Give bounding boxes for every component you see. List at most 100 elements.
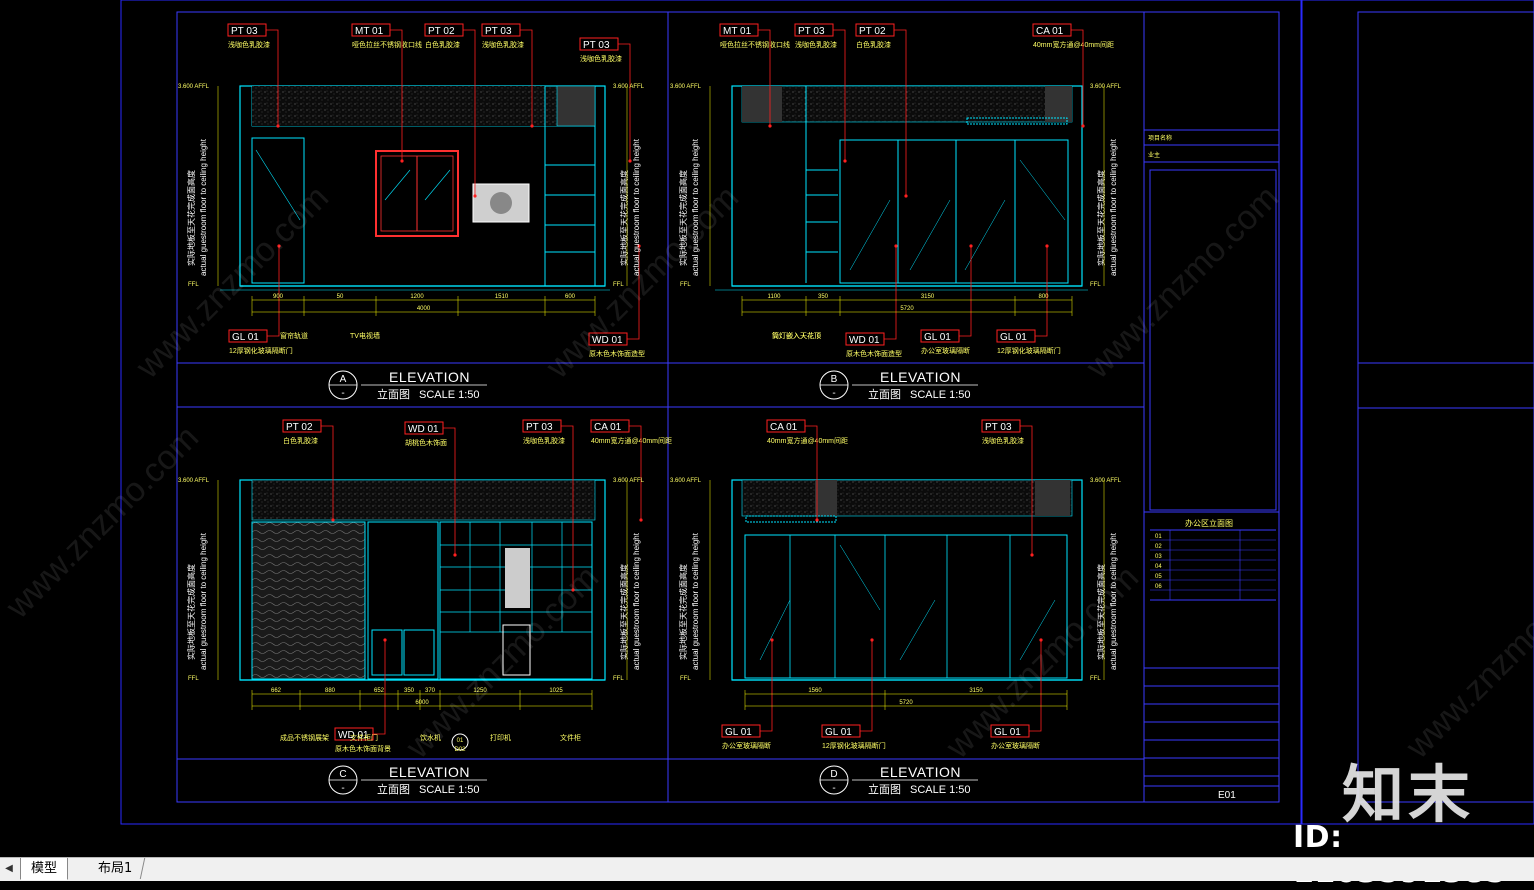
level-bottom-label: FFL — [1090, 676, 1101, 682]
dimension-value: 662 — [271, 688, 282, 694]
level-bottom-label: FFL — [1090, 282, 1101, 288]
leader-line — [805, 425, 818, 520]
dimension-value: 1025 — [549, 688, 563, 694]
layout-tab-bar: ◀ 模型 布局1 — [0, 857, 1534, 881]
height-note-cn: 实际地板至天花完成面高度 — [678, 170, 688, 266]
leader-dot — [770, 638, 774, 642]
elevation-scale: SCALE 1:50 — [419, 784, 480, 796]
dimension-value: 3150 — [969, 688, 983, 694]
material-tag-code: GL 01 — [1000, 332, 1027, 343]
leader-line — [760, 640, 773, 732]
material-tag-code: MT 01 — [355, 26, 384, 37]
leader-dot — [628, 159, 632, 163]
leader-dot — [815, 518, 819, 522]
dimension-value: 1100 — [768, 294, 782, 300]
annotation-note: 成品不锈钢展架 — [280, 733, 329, 742]
level-bottom-label: FFL — [613, 676, 624, 682]
material-tag-note: 白色乳胶漆 — [425, 40, 460, 49]
leader-dot — [768, 124, 772, 128]
material-tag-code: MT 01 — [723, 26, 752, 37]
dimension-value: 800 — [1038, 294, 1049, 300]
elevation-title: ELEVATION — [389, 764, 470, 780]
leader-dot — [1081, 124, 1085, 128]
dimension-total: 5720 — [900, 306, 914, 312]
material-tag-code: PT 02 — [286, 422, 313, 433]
section-ref-circle — [451, 733, 469, 751]
level-top-label: 3.600 AFFL — [670, 84, 702, 90]
leader-line — [1020, 425, 1033, 555]
level-bottom-label: FFL — [188, 282, 199, 288]
leader-line — [758, 29, 771, 126]
dimension-value: 880 — [325, 688, 336, 694]
material-tag-note: 12厚钢化玻璃隔断门 — [822, 741, 886, 750]
leader-dot — [331, 518, 335, 522]
material-tag-note: 12厚钢化玻璃隔断门 — [229, 346, 293, 355]
elevation-subtitle: 立面图 — [377, 782, 410, 796]
elevation-subtitle: 立面图 — [868, 782, 901, 796]
elevation-title: ELEVATION — [880, 369, 961, 385]
material-tag-code: CA 01 — [1036, 26, 1064, 37]
material-tag-note: 胡桃色木饰面 — [405, 438, 447, 447]
leader-line — [860, 640, 873, 732]
elevation-letter: B — [831, 374, 838, 385]
material-tag-note: 哑色拉丝不锈钢收口线 — [720, 40, 790, 49]
material-tag-code: PT 02 — [859, 26, 886, 37]
section-ref-sheet: D02 — [454, 747, 466, 753]
elevation-c — [239, 479, 606, 681]
leader-dot — [453, 553, 457, 557]
height-note-cn: 实际地板至天花完成面高度 — [678, 564, 688, 660]
material-tag-note: 浅咖色乳胶漆 — [228, 40, 270, 49]
tab-layout-label: 布局1 — [98, 861, 133, 876]
material-tag-code: WD 01 — [408, 424, 439, 435]
tab-nav-arrow-icon[interactable]: ◀ — [5, 863, 13, 874]
material-tag-note: 浅咖色乳胶漆 — [523, 436, 565, 445]
level-top-label: 3.600 AFFL — [613, 478, 645, 484]
material-tag-code: CA 01 — [770, 422, 798, 433]
level-top-label: 3.600 AFFL — [1090, 478, 1122, 484]
annotation-note: 筒灯嵌入天花顶 — [772, 331, 821, 340]
material-tag-code: GL 01 — [825, 727, 852, 738]
elevation-subtitle: 立面图 — [377, 387, 410, 401]
leader-dot — [637, 244, 641, 248]
leader-dot — [969, 244, 973, 248]
sheet-number: E01 — [1218, 790, 1236, 801]
leader-line — [1071, 29, 1084, 126]
revision-row-label: 03 — [1155, 554, 1162, 560]
client-label: 业主 — [1148, 151, 1160, 159]
height-note-cn: 实际地板至天花完成面高度 — [619, 170, 629, 266]
height-note: actual guestroom floor to ceiling height — [1109, 138, 1118, 276]
leader-dot — [1039, 638, 1043, 642]
level-top-label: 3.600 AFFL — [1090, 84, 1122, 90]
material-tag-note: 浅咖色乳胶漆 — [482, 40, 524, 49]
leader-line — [321, 425, 334, 520]
leader-line — [1029, 640, 1042, 732]
tab-layout-1[interactable]: 布局1 — [85, 858, 146, 879]
material-tag-code: WD 01 — [592, 335, 623, 346]
dimension-value: 50 — [337, 294, 344, 300]
level-top-label: 3.600 AFFL — [670, 478, 702, 484]
leader-dot — [473, 194, 477, 198]
material-tag-note: 办公室玻璃隔断 — [921, 346, 970, 355]
tab-model[interactable]: 模型 — [20, 858, 69, 880]
elevation-a — [220, 85, 610, 291]
material-tag-note: 40mm宽方通@40mm间距 — [767, 436, 848, 445]
dimension-value: 1250 — [473, 688, 487, 694]
material-tag-note: 原木色木饰面造型 — [589, 349, 645, 358]
dimension-total: 5720 — [899, 700, 913, 706]
material-tag-note: 白色乳胶漆 — [283, 436, 318, 445]
drawing-name: 办公区立面图 — [1185, 518, 1233, 528]
annotation-note: 文件柜门 — [350, 733, 378, 742]
leader-line — [1035, 246, 1048, 337]
leader-line — [267, 246, 280, 337]
annotation-note: 窗帘轨道 — [280, 331, 308, 340]
leader-dot — [894, 244, 898, 248]
material-tag-note: 浅咖色乳胶漆 — [982, 436, 1024, 445]
elevation-sheet-dash: - — [341, 388, 344, 399]
dimension-value: 600 — [565, 294, 576, 300]
tab-model-label: 模型 — [31, 861, 58, 876]
material-tag-note: 白色乳胶漆 — [856, 40, 891, 49]
level-bottom-label: FFL — [188, 676, 199, 682]
watermark-text: www.znzmo.com — [0, 418, 206, 626]
